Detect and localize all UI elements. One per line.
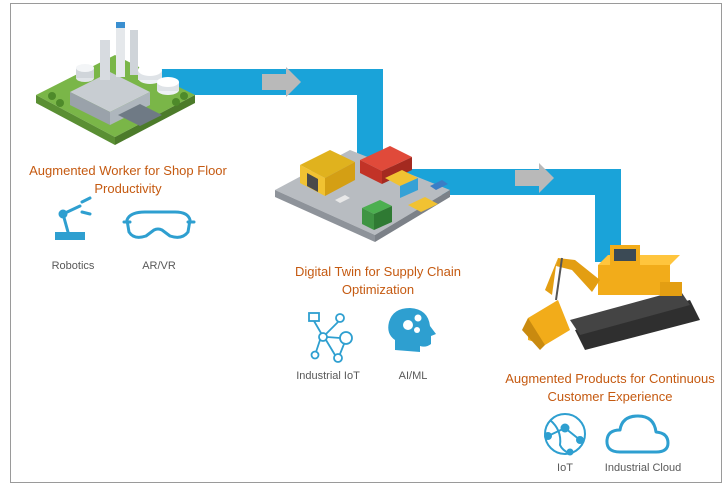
flow-arrow-1 (262, 67, 301, 97)
warehouse-illustration (275, 146, 450, 242)
iot-globe-icon (544, 413, 586, 456)
cloud-icon (605, 414, 670, 454)
industrial-cloud-label: Industrial Cloud (604, 462, 682, 474)
excavator-illustration (522, 245, 700, 350)
industrial-iot-label: Industrial IoT (296, 370, 360, 382)
robotics-label: Robotics (51, 260, 95, 272)
network-nodes-icon (308, 312, 353, 363)
brain-head-icon (388, 308, 436, 352)
stage-1-title: Augmented Worker for Shop Floor Producti… (29, 163, 227, 196)
ai-ml-label: AI/ML (398, 370, 428, 382)
ar-vr-label: AR/VR (142, 260, 176, 272)
robot-arm-icon (55, 196, 92, 240)
iot-label: IoT (557, 462, 573, 474)
vr-glasses-icon (122, 210, 196, 239)
stage-2-title: Digital Twin for Supply Chain Optimizati… (295, 264, 461, 297)
diagram-frame (10, 3, 722, 483)
stage-3-title: Augmented Products for Continuous Custom… (505, 371, 715, 404)
flow-arrow-2 (515, 163, 554, 193)
factory-illustration (36, 22, 195, 145)
